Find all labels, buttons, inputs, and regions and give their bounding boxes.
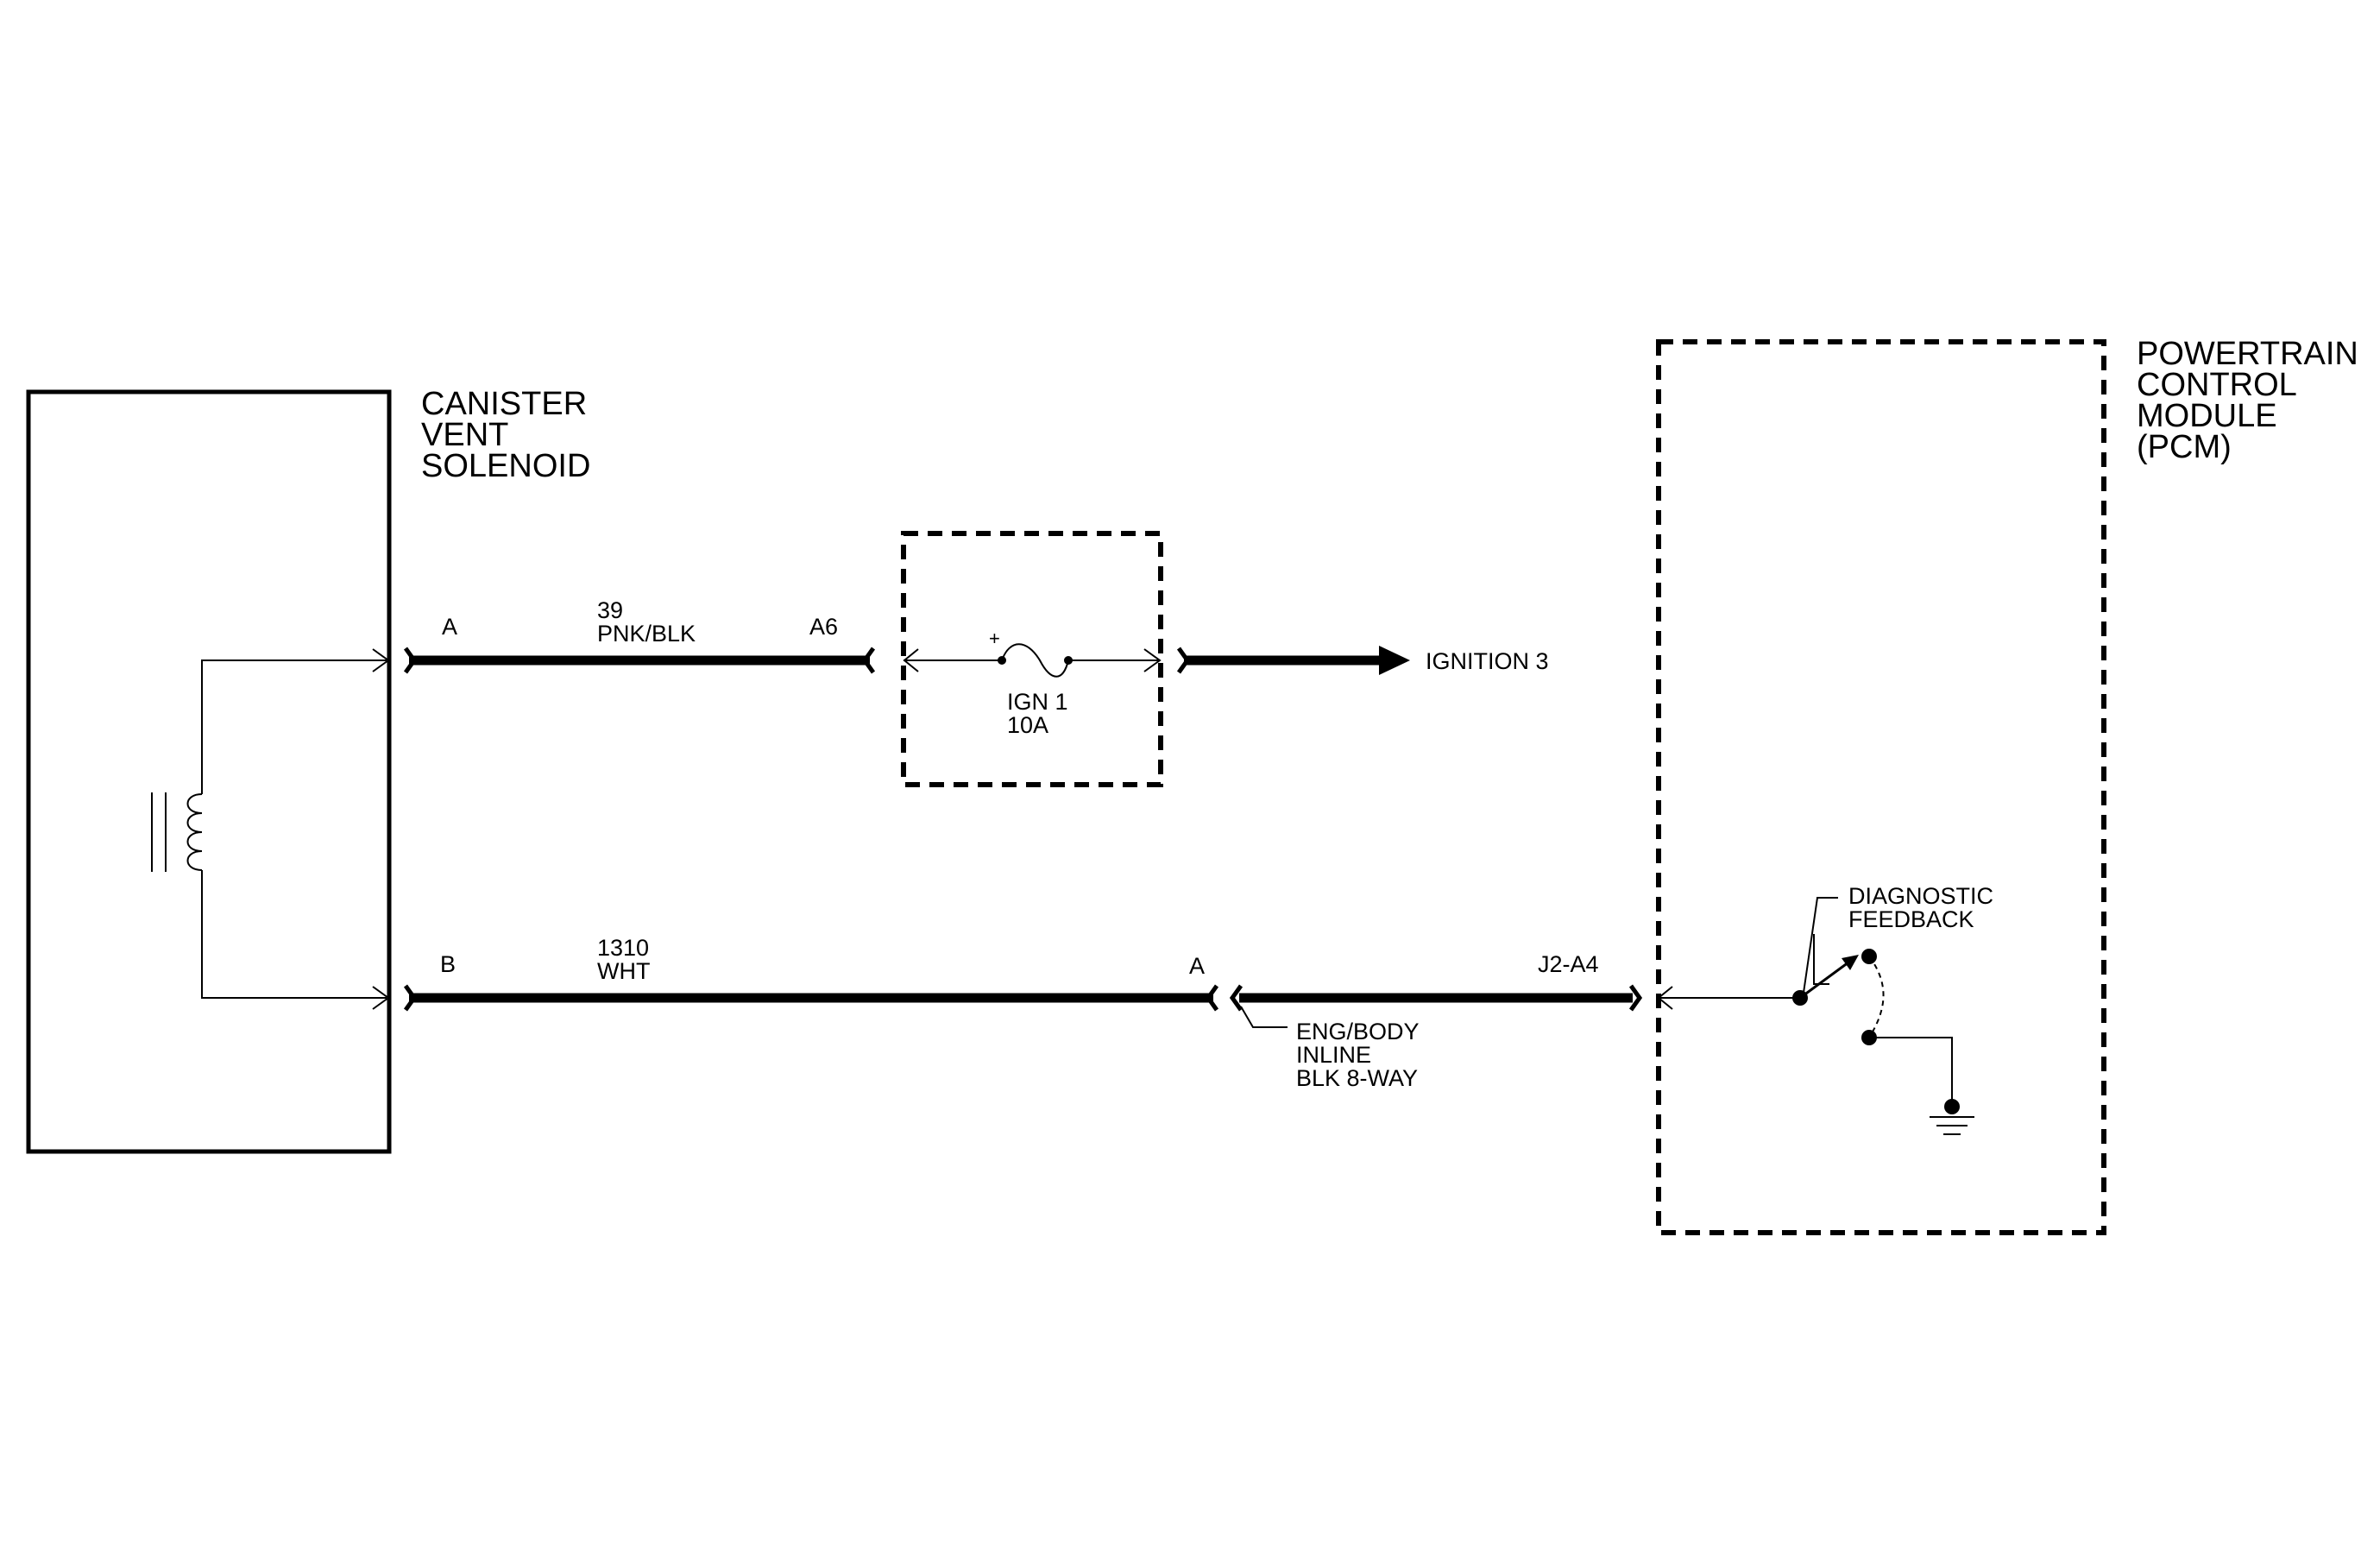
pcm-title-line-4: (PCM) xyxy=(2137,429,2232,465)
ground-icon xyxy=(1930,1116,1974,1135)
diagnostic-label-line-2: FEEDBACK xyxy=(1848,906,1974,932)
terminal-a6-label: A6 xyxy=(809,614,838,640)
connector-leader-line xyxy=(1240,1006,1288,1028)
pcm-title-line-3: MODULE xyxy=(2137,398,2277,434)
pcm-title-line-1: POWERTRAIN xyxy=(2137,336,2358,372)
solenoid-title-line-1: CANISTER xyxy=(421,386,587,422)
solenoid-coil-symbol xyxy=(151,648,390,1010)
ignition-3-label: IGNITION 3 xyxy=(1426,648,1549,674)
connector-label-line-2: INLINE xyxy=(1296,1042,1371,1068)
connector-label: ENG/BODY INLINE BLK 8-WAY xyxy=(1296,1019,1420,1091)
wire-color-pnk-blk-label: PNK/BLK xyxy=(597,621,696,647)
connector-label-line-3: BLK 8-WAY xyxy=(1296,1065,1418,1091)
solenoid-title-line-2: VENT xyxy=(421,417,508,453)
pcm-title-line-2: CONTROL xyxy=(2137,367,2297,403)
ignition-feed-wire xyxy=(1176,646,1410,675)
pcm-terminal-label: J2-A4 xyxy=(1538,951,1599,977)
inline-terminal-a-label: A xyxy=(1189,953,1205,979)
fuse-name-label: IGN 1 xyxy=(1007,689,1068,715)
wire-inline-to-pcm xyxy=(1229,984,1643,1012)
terminal-b-label: B xyxy=(440,951,456,977)
terminal-a-label: A xyxy=(442,614,457,640)
ignition-arrow-icon xyxy=(1379,646,1410,675)
diagnostic-leader-line xyxy=(1803,897,1838,994)
solenoid-title-line-3: SOLENOID xyxy=(421,448,590,484)
pcm-box xyxy=(1656,339,2106,1235)
diagnostic-label-line-1: DIAGNOSTIC xyxy=(1848,883,1993,909)
fuse-symbol xyxy=(903,643,1162,678)
fuse-rating-label: 10A xyxy=(1007,712,1048,738)
diagnostic-label: DIAGNOSTIC FEEDBACK xyxy=(1848,883,1993,932)
fuse-block-box xyxy=(901,531,1163,787)
solenoid-box xyxy=(26,389,392,1154)
pcm-title: POWERTRAIN CONTROL MODULE (PCM) xyxy=(2137,336,2358,465)
diagnostic-switch-symbol xyxy=(1657,934,1960,1114)
wire-39-pnk-blk xyxy=(403,647,876,674)
wire-color-wht-label: WHT xyxy=(597,958,650,984)
solenoid-title: CANISTER VENT SOLENOID xyxy=(421,386,590,484)
fuse-polarity-mark: + xyxy=(989,628,1000,649)
circuit-39-label: 39 xyxy=(597,597,623,623)
circuit-1310-label: 1310 xyxy=(597,935,649,961)
connector-label-line-1: ENG/BODY xyxy=(1296,1019,1420,1044)
wire-1310-wht xyxy=(403,984,1219,1012)
